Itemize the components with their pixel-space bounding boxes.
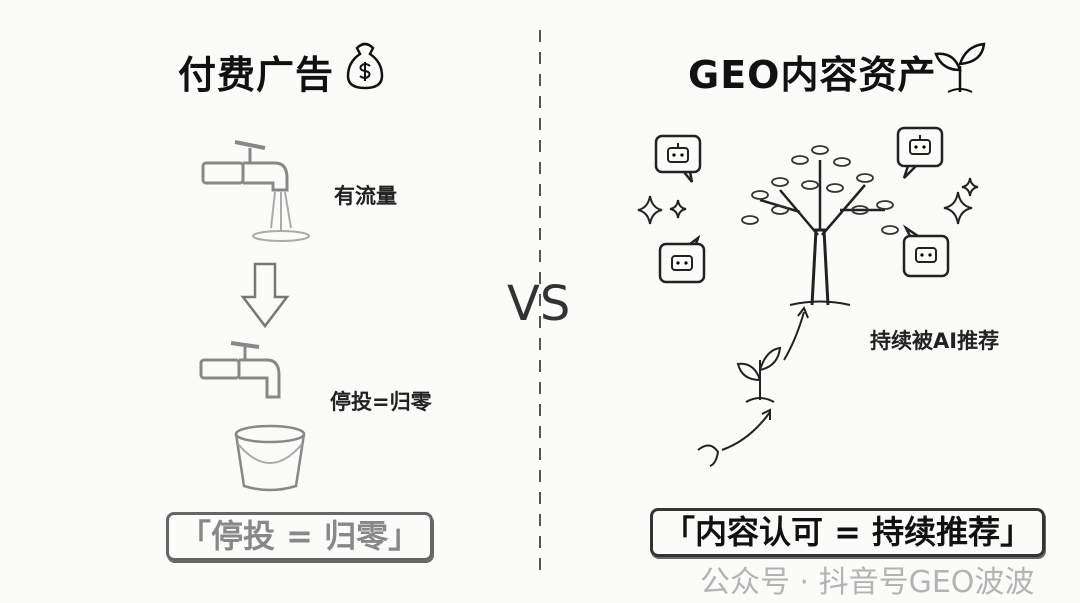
right-summary-box: 「内容认可 = 持续推荐」: [650, 508, 1046, 557]
faucet-off-icon: [199, 341, 281, 399]
robot-chat-icon: [896, 126, 944, 179]
growth-arrows: [697, 305, 809, 467]
down-arrow-icon: [240, 262, 290, 329]
watermark: 公众号 · 抖音号GEO波波: [700, 565, 1035, 600]
vs-label: VS: [507, 276, 571, 332]
sparkle-icon: [943, 177, 979, 225]
label-has-traffic: 有流量: [334, 184, 397, 208]
robot-chat-icon: [902, 224, 950, 278]
left-summary-box: 「停投 = 归零」: [166, 512, 434, 561]
label-stop-zero: 停投=归零: [330, 390, 432, 414]
tree-illustration: [741, 145, 899, 306]
right-title: GEO内容资产: [688, 53, 937, 97]
money-bag-icon: [346, 42, 384, 90]
left-title: 付费广告: [178, 53, 335, 97]
faucet-running-icon: [201, 140, 310, 242]
label-ai-recommend: 持续被AI推荐: [870, 329, 1000, 353]
robot-chat-icon: [658, 234, 706, 284]
sprout-icon: [934, 42, 986, 93]
empty-bucket-icon: [234, 424, 306, 492]
robot-chat-icon: [654, 134, 702, 183]
sparkle-icon: [637, 195, 687, 225]
